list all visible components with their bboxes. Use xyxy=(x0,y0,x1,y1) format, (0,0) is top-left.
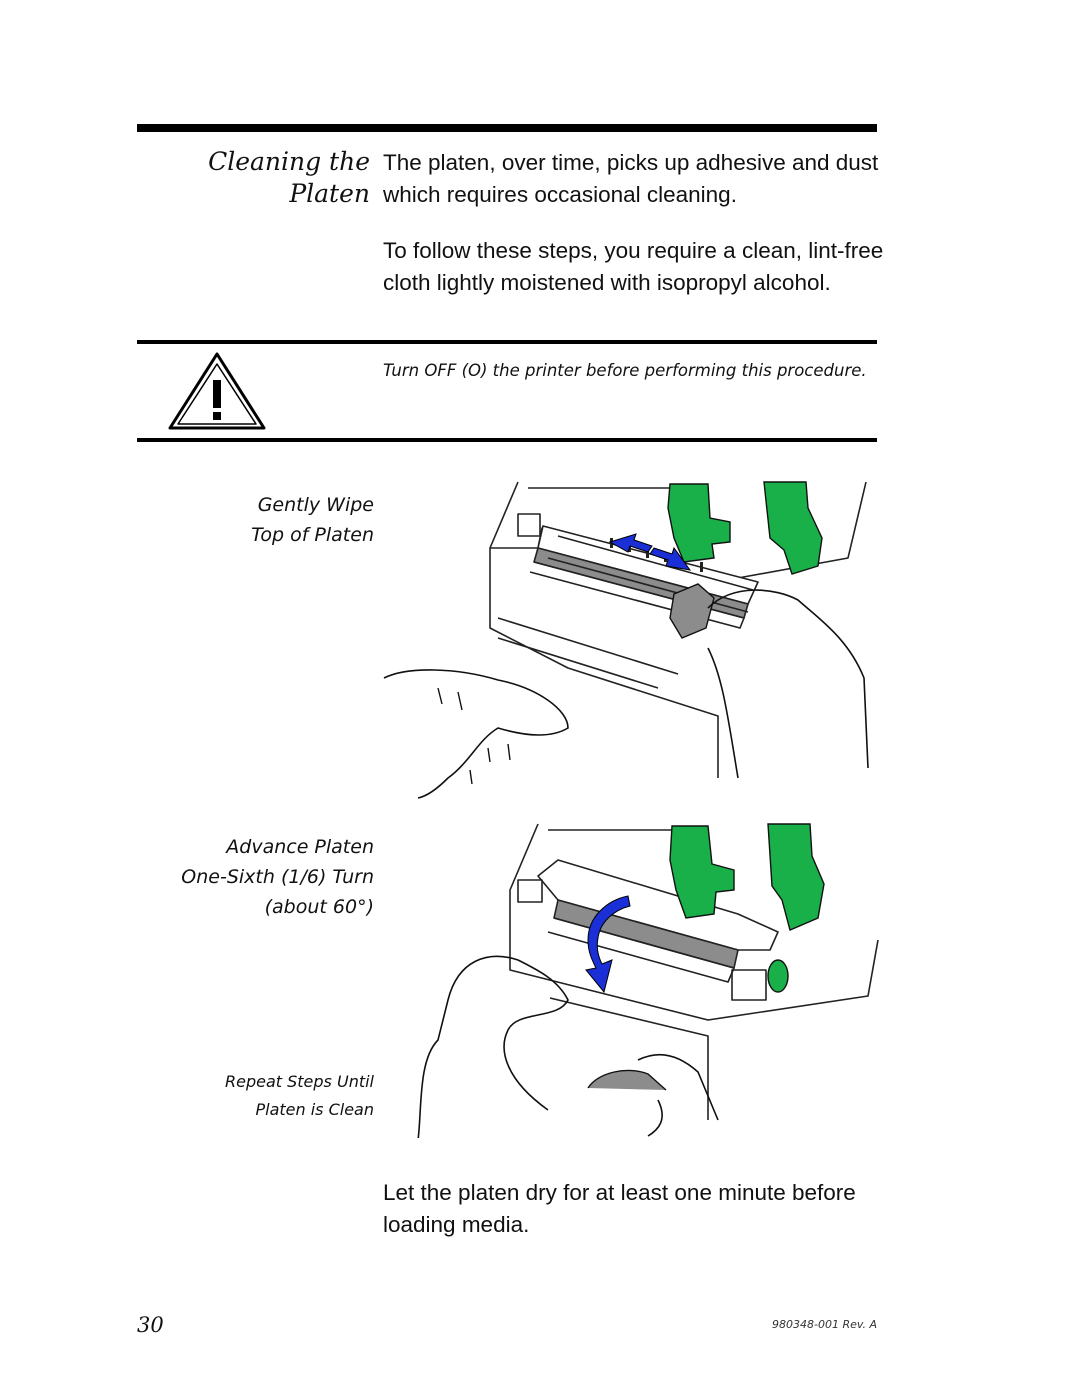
step-3-caption: Repeat Steps Until Platen is Clean xyxy=(225,1068,374,1124)
intro-paragraph: The platen, over time, picks up adhesive… xyxy=(383,150,879,207)
warning-bottom-rule xyxy=(137,438,877,442)
section-heading-line2: Platen xyxy=(289,179,370,208)
wipe-platen-illustration xyxy=(383,481,869,799)
step-2-line3: (about 60°) xyxy=(264,896,374,918)
step-2-angle: about 60° xyxy=(272,896,367,918)
advance-platen-illustration xyxy=(417,823,879,1138)
requirement-paragraph: To follow these steps, you require a cle… xyxy=(383,238,884,295)
section-top-rule xyxy=(137,124,877,132)
step-2-caption: Advance Platen One-Sixth (1/6) Turn (abo… xyxy=(181,832,374,922)
section-heading: Cleaning the Platen xyxy=(208,146,370,210)
closing-paragraph: Let the platen dry for at least one minu… xyxy=(383,1180,856,1237)
warning-top-rule xyxy=(137,340,877,344)
step-1-caption: Gently Wipe Top of Platen xyxy=(251,490,374,550)
step-3-line2: Platen is Clean xyxy=(255,1100,374,1119)
warning-text: Turn OFF (O) the printer before performi… xyxy=(383,361,867,380)
step-3-line1: Repeat Steps Until xyxy=(225,1072,374,1091)
step-1-line1: Gently Wipe xyxy=(257,494,374,516)
warning-triangle-icon xyxy=(168,352,266,430)
page-number: 30 xyxy=(137,1313,164,1337)
step-2-line2: One-Sixth (1/6) Turn xyxy=(181,866,374,888)
section-heading-line1: Cleaning the xyxy=(208,147,370,176)
step-2-line1: Advance Platen xyxy=(226,836,374,858)
step-1-line2: Top of Platen xyxy=(251,524,374,546)
document-id: 980348-001 Rev. A xyxy=(772,1318,877,1331)
